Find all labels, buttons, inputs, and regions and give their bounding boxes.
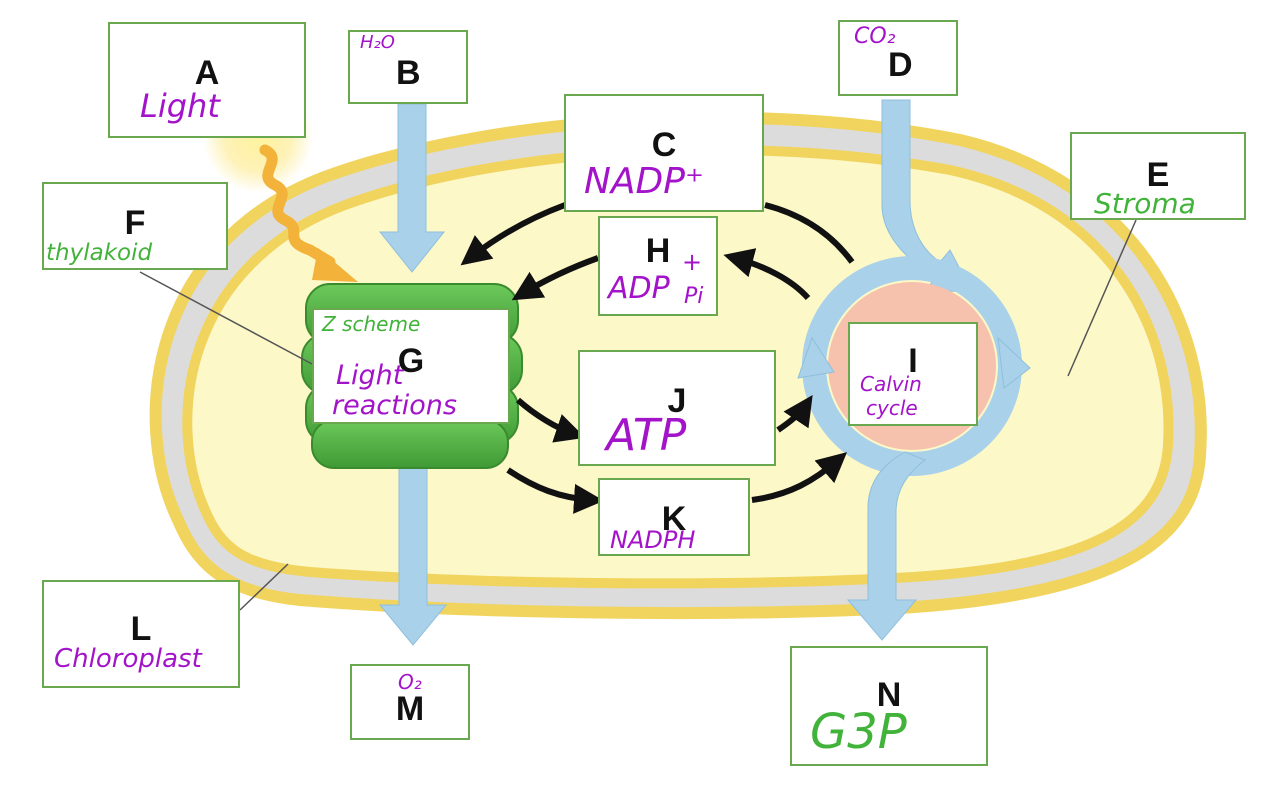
label-letter-d: D — [888, 46, 913, 84]
light-reactions-to-atp-arrow-icon — [516, 397, 586, 443]
answer-h-pi: Pi — [684, 284, 704, 309]
leader-line-e — [1067, 219, 1137, 377]
answer-n-g3p: G3P — [810, 704, 907, 760]
calvin-to-nadp-arrow-icon — [764, 202, 855, 264]
light-arrow-head-icon — [312, 248, 358, 282]
answer-d-co2: CO₂ — [854, 24, 896, 49]
label-letter-b: B — [396, 54, 421, 92]
answer-b-water: H₂O — [360, 32, 395, 53]
oxygen-output-arrow-icon — [378, 461, 448, 646]
light-reactions-to-nadph-arrow-icon — [506, 467, 604, 514]
label-box-h: H ADP + Pi — [598, 216, 718, 316]
answer-c-nadp: NADP⁺ — [584, 161, 704, 202]
answer-e-stroma: Stroma — [1094, 187, 1196, 220]
label-letter-m: M — [395, 690, 425, 728]
label-box-c: C NADP⁺ — [564, 94, 764, 212]
answer-l-chloroplast: Chloroplast — [54, 644, 202, 674]
label-letter-f: F — [124, 204, 146, 242]
label-box-k: K NADPH — [598, 478, 750, 556]
answer-j-atp: ATP — [606, 410, 687, 461]
answer-f-thylakoid: thylakoid — [46, 240, 153, 266]
answer-g-line1: Light — [336, 360, 404, 391]
note-g-z-scheme: Z scheme — [322, 312, 421, 336]
answer-h-plus: + — [682, 248, 703, 276]
calvin-cycle-arrowhead-left-icon — [797, 336, 835, 379]
answer-h-adp: ADP — [608, 271, 670, 306]
leader-line-l — [239, 563, 289, 611]
answer-i-line2: cycle — [866, 396, 918, 420]
g3p-output-arrow-icon — [846, 451, 927, 641]
label-box-b: B H₂O — [348, 30, 468, 104]
label-box-f: F thylakoid — [42, 182, 228, 270]
calvin-to-adp-arrow-icon — [723, 248, 811, 301]
label-box-e: E Stroma — [1070, 132, 1246, 220]
light-wave-arrow-icon — [259, 144, 336, 268]
label-letter-h: H — [645, 232, 671, 270]
label-letter-n: N — [876, 676, 902, 714]
label-box-n: N G3P — [790, 646, 988, 766]
label-letter-i: I — [908, 342, 918, 380]
answer-i-line1: Calvin — [860, 372, 922, 396]
answer-a-light: Light — [140, 87, 220, 125]
label-box-g: Z scheme G Light reactions — [312, 308, 510, 424]
label-letter-g: G — [397, 342, 425, 380]
answer-m-o2: O₂ — [398, 670, 422, 694]
label-box-a: A Light — [108, 22, 306, 138]
label-letter-e: E — [1146, 156, 1170, 194]
label-box-m: M O₂ — [350, 664, 470, 740]
nadph-to-calvin-arrow-icon — [751, 452, 848, 503]
label-letter-a: A — [194, 54, 220, 92]
adp-to-light-reactions-arrow-icon — [511, 255, 600, 301]
label-letter-c: C — [651, 126, 677, 164]
answer-g-line2: reactions — [332, 390, 457, 421]
label-letter-k: K — [661, 500, 687, 538]
answer-k-nadph: NADPH — [610, 526, 696, 554]
label-box-j: J ATP — [578, 350, 776, 466]
label-box-d: D CO₂ — [838, 20, 958, 96]
label-letter-j: J — [667, 382, 687, 420]
nadp-to-light-reactions-arrow-icon — [460, 202, 567, 266]
leader-line-f — [139, 271, 313, 365]
water-input-arrow-icon — [378, 103, 446, 273]
atp-to-calvin-arrow-icon — [776, 395, 813, 433]
label-box-i: I Calvin cycle — [848, 322, 978, 426]
label-letter-l: L — [130, 610, 152, 648]
calvin-cycle-arrowhead-right-icon — [997, 336, 1031, 389]
label-box-l: L Chloroplast — [42, 580, 240, 688]
